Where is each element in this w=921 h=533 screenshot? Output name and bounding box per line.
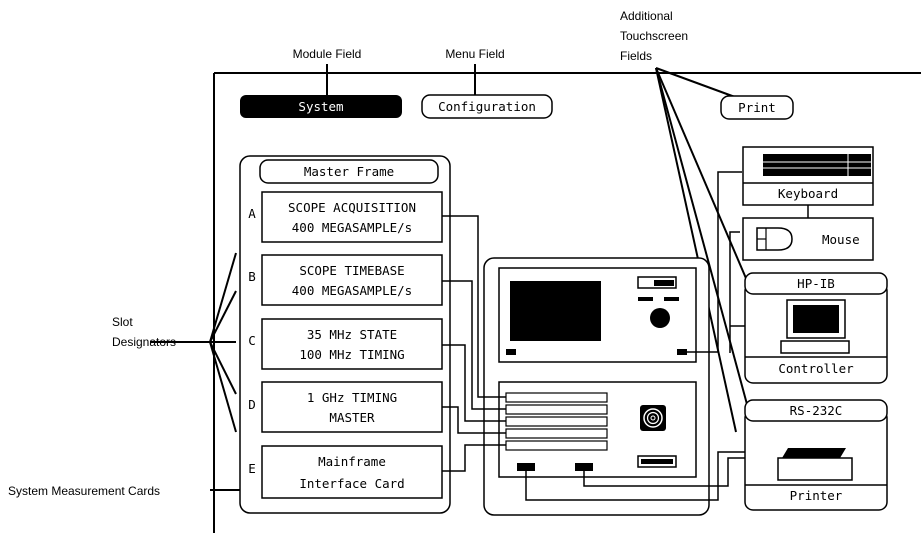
card-slot-2 [505, 404, 608, 415]
panel-key-right [664, 297, 679, 301]
slot-designators-callout-line2: Designators [112, 335, 176, 349]
slot-designator-b: B [248, 269, 256, 284]
card-slot-3 [505, 416, 608, 427]
printer-label: Printer [790, 488, 843, 503]
slot-card-b-line2: 400 MEGASAMPLE/s [292, 283, 412, 298]
configuration-button[interactable]: Configuration [421, 94, 553, 119]
rs232-label: RS-232C [790, 403, 843, 418]
panel-key-left [638, 297, 653, 301]
slot-card-c[interactable]: 35 MHz STATE 100 MHz TIMING [261, 318, 443, 370]
additional-callout-line1: Additional [620, 9, 673, 23]
module-field-callout: Module Field [293, 47, 362, 61]
rear-port-rs232 [575, 463, 593, 471]
system-button-label: System [298, 99, 343, 114]
slot-card-d-line1: 1 GHz TIMING [307, 390, 397, 405]
keyboard-icon [763, 154, 871, 176]
mouse-label: Mouse [822, 232, 860, 247]
slot-card-a[interactable]: SCOPE ACQUISITION 400 MEGASAMPLE/s [261, 191, 443, 243]
slot-card-e-line1: Mainframe [318, 454, 386, 469]
master-frame-title: Master Frame [304, 164, 394, 179]
mouse-device[interactable]: Mouse [742, 217, 874, 261]
additional-callout-line3: Fields [620, 49, 652, 63]
card-slot-5 [505, 440, 608, 451]
front-port-right [677, 349, 687, 355]
slot-card-e[interactable]: Mainframe Interface Card [261, 445, 443, 499]
screen-frame [213, 72, 921, 533]
computer-icon [780, 299, 850, 354]
rs232-button[interactable] [744, 399, 888, 422]
system-button[interactable]: System [240, 95, 402, 118]
printer-icon [777, 448, 853, 481]
slot-card-d[interactable]: 1 GHz TIMING MASTER [261, 381, 443, 433]
slot-card-e-line2: Interface Card [299, 476, 404, 491]
callout-leaders [150, 64, 749, 491]
rs232-printer-device[interactable]: RS-232C Printer [744, 399, 888, 511]
slot-designator-c: C [248, 333, 256, 348]
hpib-controller-device[interactable]: HP-IB Controller [744, 272, 888, 384]
slot-designators-callout-line1: Slot [112, 315, 133, 329]
card-slot-4 [505, 428, 608, 439]
additional-callout-line2: Touchscreen [620, 29, 688, 43]
card-slot-1 [505, 392, 608, 403]
card-connector-wires [442, 215, 506, 472]
mainframe-display [510, 281, 601, 341]
additional-fields-callout: Additional Touchscreen Fields [620, 9, 688, 63]
slot-designator-a: A [248, 206, 256, 221]
fan-icon [640, 405, 666, 431]
slot-card-d-line2: MASTER [329, 410, 375, 425]
peripheral-wires [525, 171, 809, 501]
mainframe-instrument [483, 257, 710, 516]
master-frame: Master Frame A B C D E SCOPE ACQUISITION… [239, 155, 451, 514]
front-port-left [506, 349, 516, 355]
slot-card-b-line1: SCOPE TIMEBASE [299, 263, 404, 278]
keyboard-label: Keyboard [778, 186, 838, 201]
knob-icon [650, 308, 670, 328]
configuration-button-label: Configuration [438, 99, 536, 114]
slot-card-c-line1: 35 MHz STATE [307, 327, 397, 342]
slot-designator-d: D [248, 397, 256, 412]
slot-card-a-line2: 400 MEGASAMPLE/s [292, 220, 412, 235]
slot-card-b[interactable]: SCOPE TIMEBASE 400 MEGASAMPLE/s [261, 254, 443, 306]
hpib-label: HP-IB [797, 276, 835, 291]
slot-card-a-line1: SCOPE ACQUISITION [288, 200, 416, 215]
print-button-label: Print [738, 100, 776, 115]
mouse-icon [756, 227, 793, 251]
rear-port-hpib [517, 463, 535, 471]
controller-label: Controller [778, 361, 854, 376]
slot-card-c-line2: 100 MHz TIMING [299, 347, 404, 362]
print-button[interactable]: Print [720, 95, 794, 120]
slot-designator-e: E [248, 461, 256, 476]
master-frame-title-button[interactable]: Master Frame [259, 159, 439, 184]
hpib-button[interactable] [744, 272, 888, 295]
menu-field-callout: Menu Field [445, 47, 504, 61]
system-cards-callout: System Measurement Cards [8, 484, 160, 498]
keyboard-device[interactable]: Keyboard [742, 146, 874, 206]
